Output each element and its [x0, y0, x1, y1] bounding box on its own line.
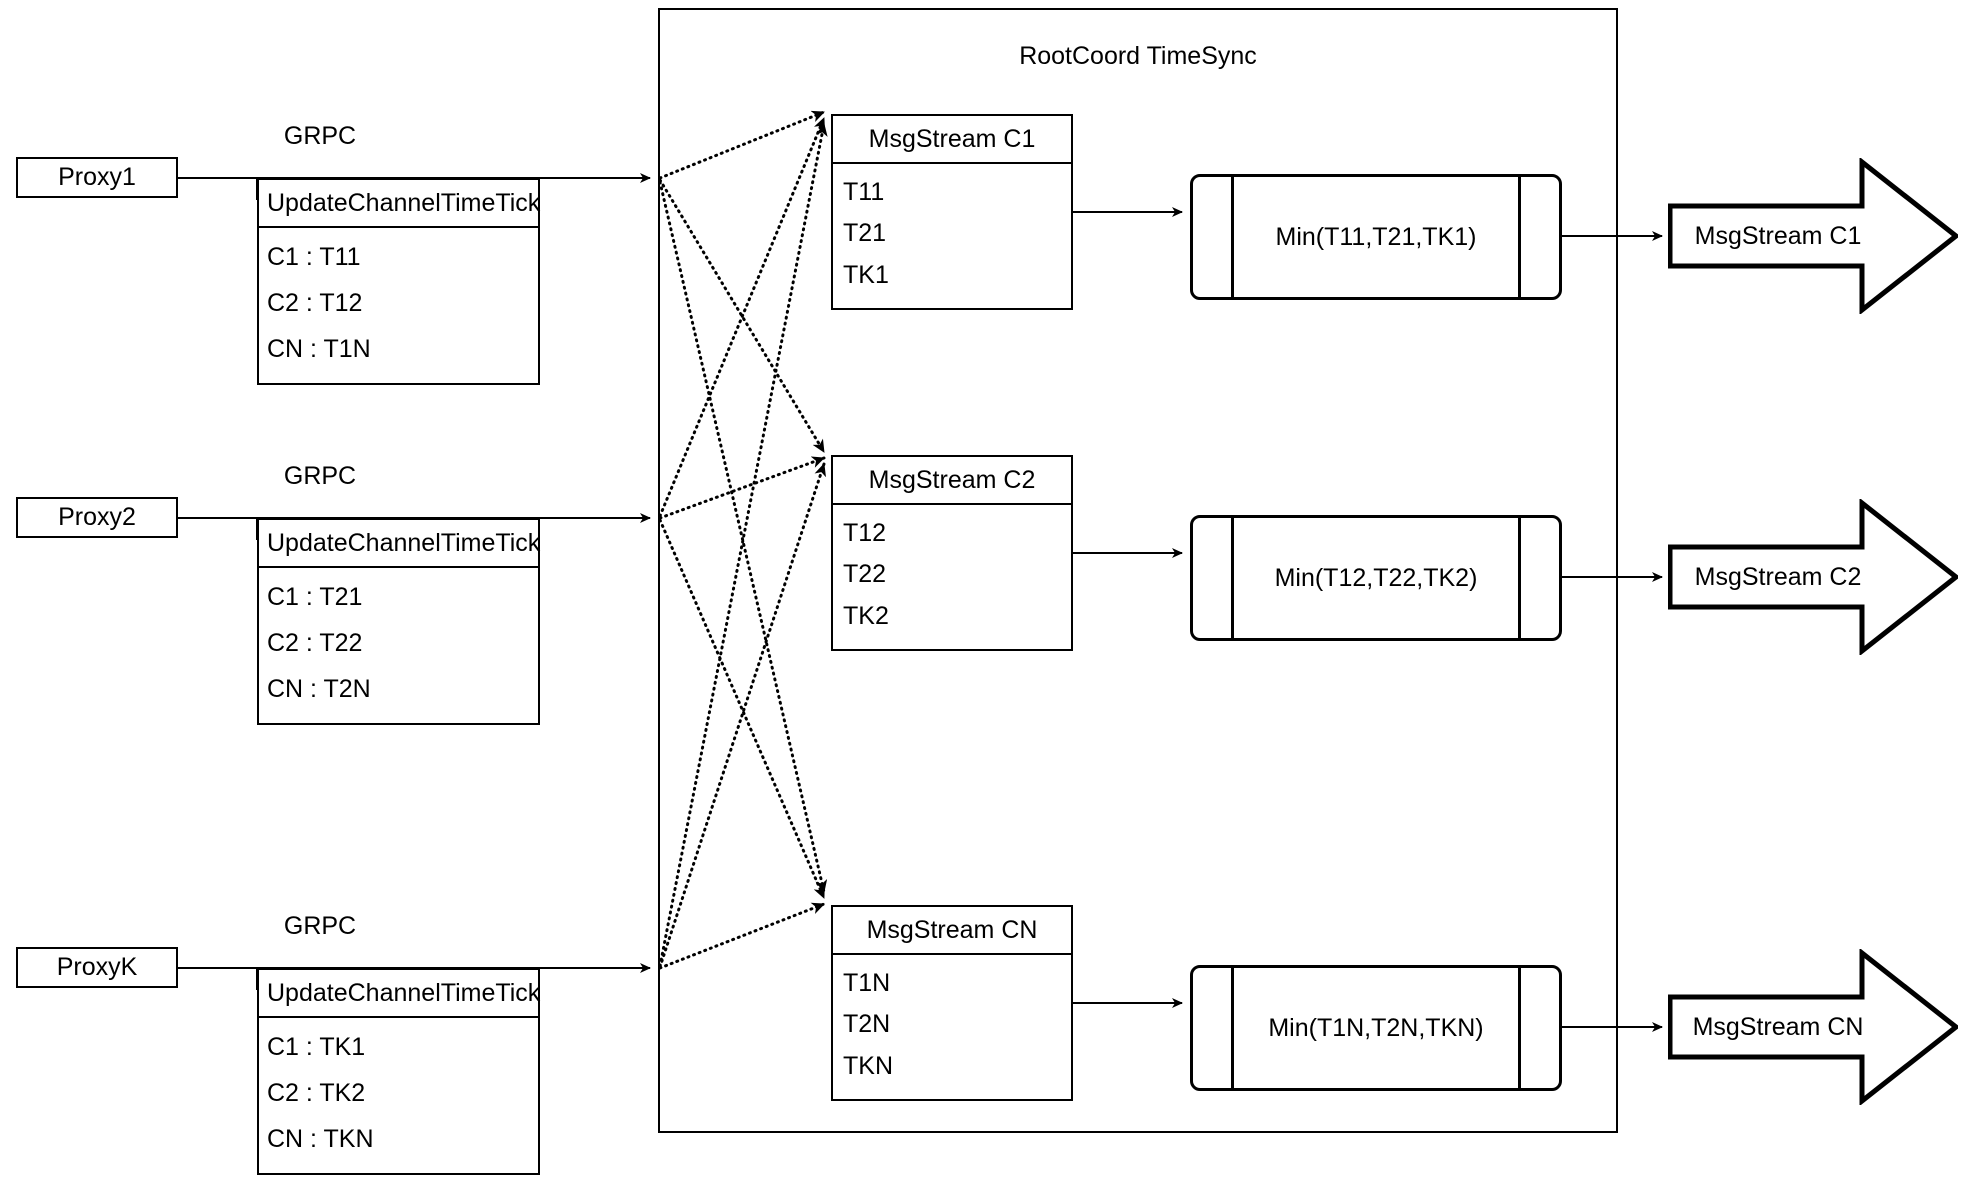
- msgstream-tick: T21: [843, 219, 887, 248]
- proxy-box-k[interactable]: ProxyK: [16, 947, 178, 988]
- uct-row: C1 : T21: [267, 582, 363, 611]
- msgstream-tick: T2N: [843, 1010, 891, 1039]
- msgstream-table-c2: MsgStream C2 T12 T22 TK2: [831, 455, 1073, 651]
- msgstream-tick: T11: [843, 178, 885, 207]
- process-bar-right: [1518, 177, 1521, 297]
- uct-title-2: UpdateChannelTimeTick: [259, 520, 540, 568]
- msgstream-title-c1: MsgStream C1: [833, 116, 1071, 164]
- process-bar-right: [1518, 518, 1521, 638]
- msgstream-body-c2: T12 T22 TK2: [833, 505, 1071, 649]
- process-bar-left: [1231, 968, 1234, 1088]
- msgstream-tick: T1N: [843, 969, 891, 998]
- proxy-box-2[interactable]: Proxy2: [16, 497, 178, 538]
- uct-row: C2 : TK2: [267, 1078, 366, 1107]
- proxy-box-1[interactable]: Proxy1: [16, 157, 178, 198]
- uct-body-1: C1 : T11 C2 : T12 CN : T1N: [259, 228, 538, 383]
- process-bar-right: [1518, 968, 1521, 1088]
- grpc-label-2: GRPC: [283, 462, 357, 490]
- msgstream-title-c2: MsgStream C2: [833, 457, 1071, 505]
- msgstream-tick: T22: [843, 560, 887, 589]
- min-process-cn: Min(T1N,T2N,TKN): [1190, 965, 1562, 1091]
- uct-row: CN : T1N: [267, 335, 371, 364]
- msgstream-table-c1: MsgStream C1 T11 T21 TK1: [831, 114, 1073, 310]
- msgstream-tick: TK1: [843, 260, 889, 289]
- grpc-label-k: GRPC: [283, 912, 357, 940]
- uct-row: CN : T2N: [267, 675, 371, 704]
- min-label-cn: Min(T1N,T2N,TKN): [1268, 1013, 1484, 1042]
- output-arrow-cn: MsgStream CN: [1668, 949, 1958, 1105]
- process-bar-left: [1231, 177, 1234, 297]
- uct-body-2: C1 : T21 C2 : T22 CN : T2N: [259, 568, 538, 723]
- min-process-c1: Min(T11,T21,TK1): [1190, 174, 1562, 300]
- uct-row: C2 : T22: [267, 628, 363, 657]
- msgstream-title-cn: MsgStream CN: [833, 907, 1071, 955]
- min-process-c2: Min(T12,T22,TK2): [1190, 515, 1562, 641]
- uct-title-k: UpdateChannelTimeTick: [259, 970, 540, 1018]
- output-arrow-c2: MsgStream C2: [1668, 499, 1958, 655]
- output-arrow-label-c2: MsgStream C2: [1694, 562, 1862, 591]
- uct-row: CN : TKN: [267, 1125, 374, 1154]
- msgstream-body-cn: T1N T2N TKN: [833, 955, 1071, 1099]
- grpc-label-1: GRPC: [283, 122, 357, 150]
- uct-body-k: C1 : TK1 C2 : TK2 CN : TKN: [259, 1018, 538, 1173]
- msgstream-tick: TK2: [843, 601, 889, 630]
- output-arrow-c1: MsgStream C1: [1668, 158, 1958, 314]
- min-label-c2: Min(T12,T22,TK2): [1274, 563, 1478, 592]
- rootcoord-timesync-title: RootCoord TimeSync: [1019, 42, 1257, 70]
- update-channel-timetick-table-k: UpdateChannelTimeTick C1 : TK1 C2 : TK2 …: [257, 968, 540, 1175]
- update-channel-timetick-table-1: UpdateChannelTimeTick C1 : T11 C2 : T12 …: [257, 178, 540, 385]
- process-bar-left: [1231, 518, 1234, 638]
- min-label-c1: Min(T11,T21,TK1): [1275, 222, 1477, 251]
- output-arrow-label-c1: MsgStream C1: [1694, 221, 1862, 250]
- uct-row: C1 : T11: [267, 242, 361, 271]
- output-arrow-label-cn: MsgStream CN: [1692, 1012, 1864, 1041]
- update-channel-timetick-table-2: UpdateChannelTimeTick C1 : T21 C2 : T22 …: [257, 518, 540, 725]
- msgstream-tick: T12: [843, 519, 887, 548]
- uct-row: C2 : T12: [267, 288, 363, 317]
- uct-title-1: UpdateChannelTimeTick: [259, 180, 540, 228]
- msgstream-body-c1: T11 T21 TK1: [833, 164, 1071, 308]
- msgstream-tick: TKN: [843, 1051, 893, 1080]
- uct-row: C1 : TK1: [267, 1032, 366, 1061]
- msgstream-table-cn: MsgStream CN T1N T2N TKN: [831, 905, 1073, 1101]
